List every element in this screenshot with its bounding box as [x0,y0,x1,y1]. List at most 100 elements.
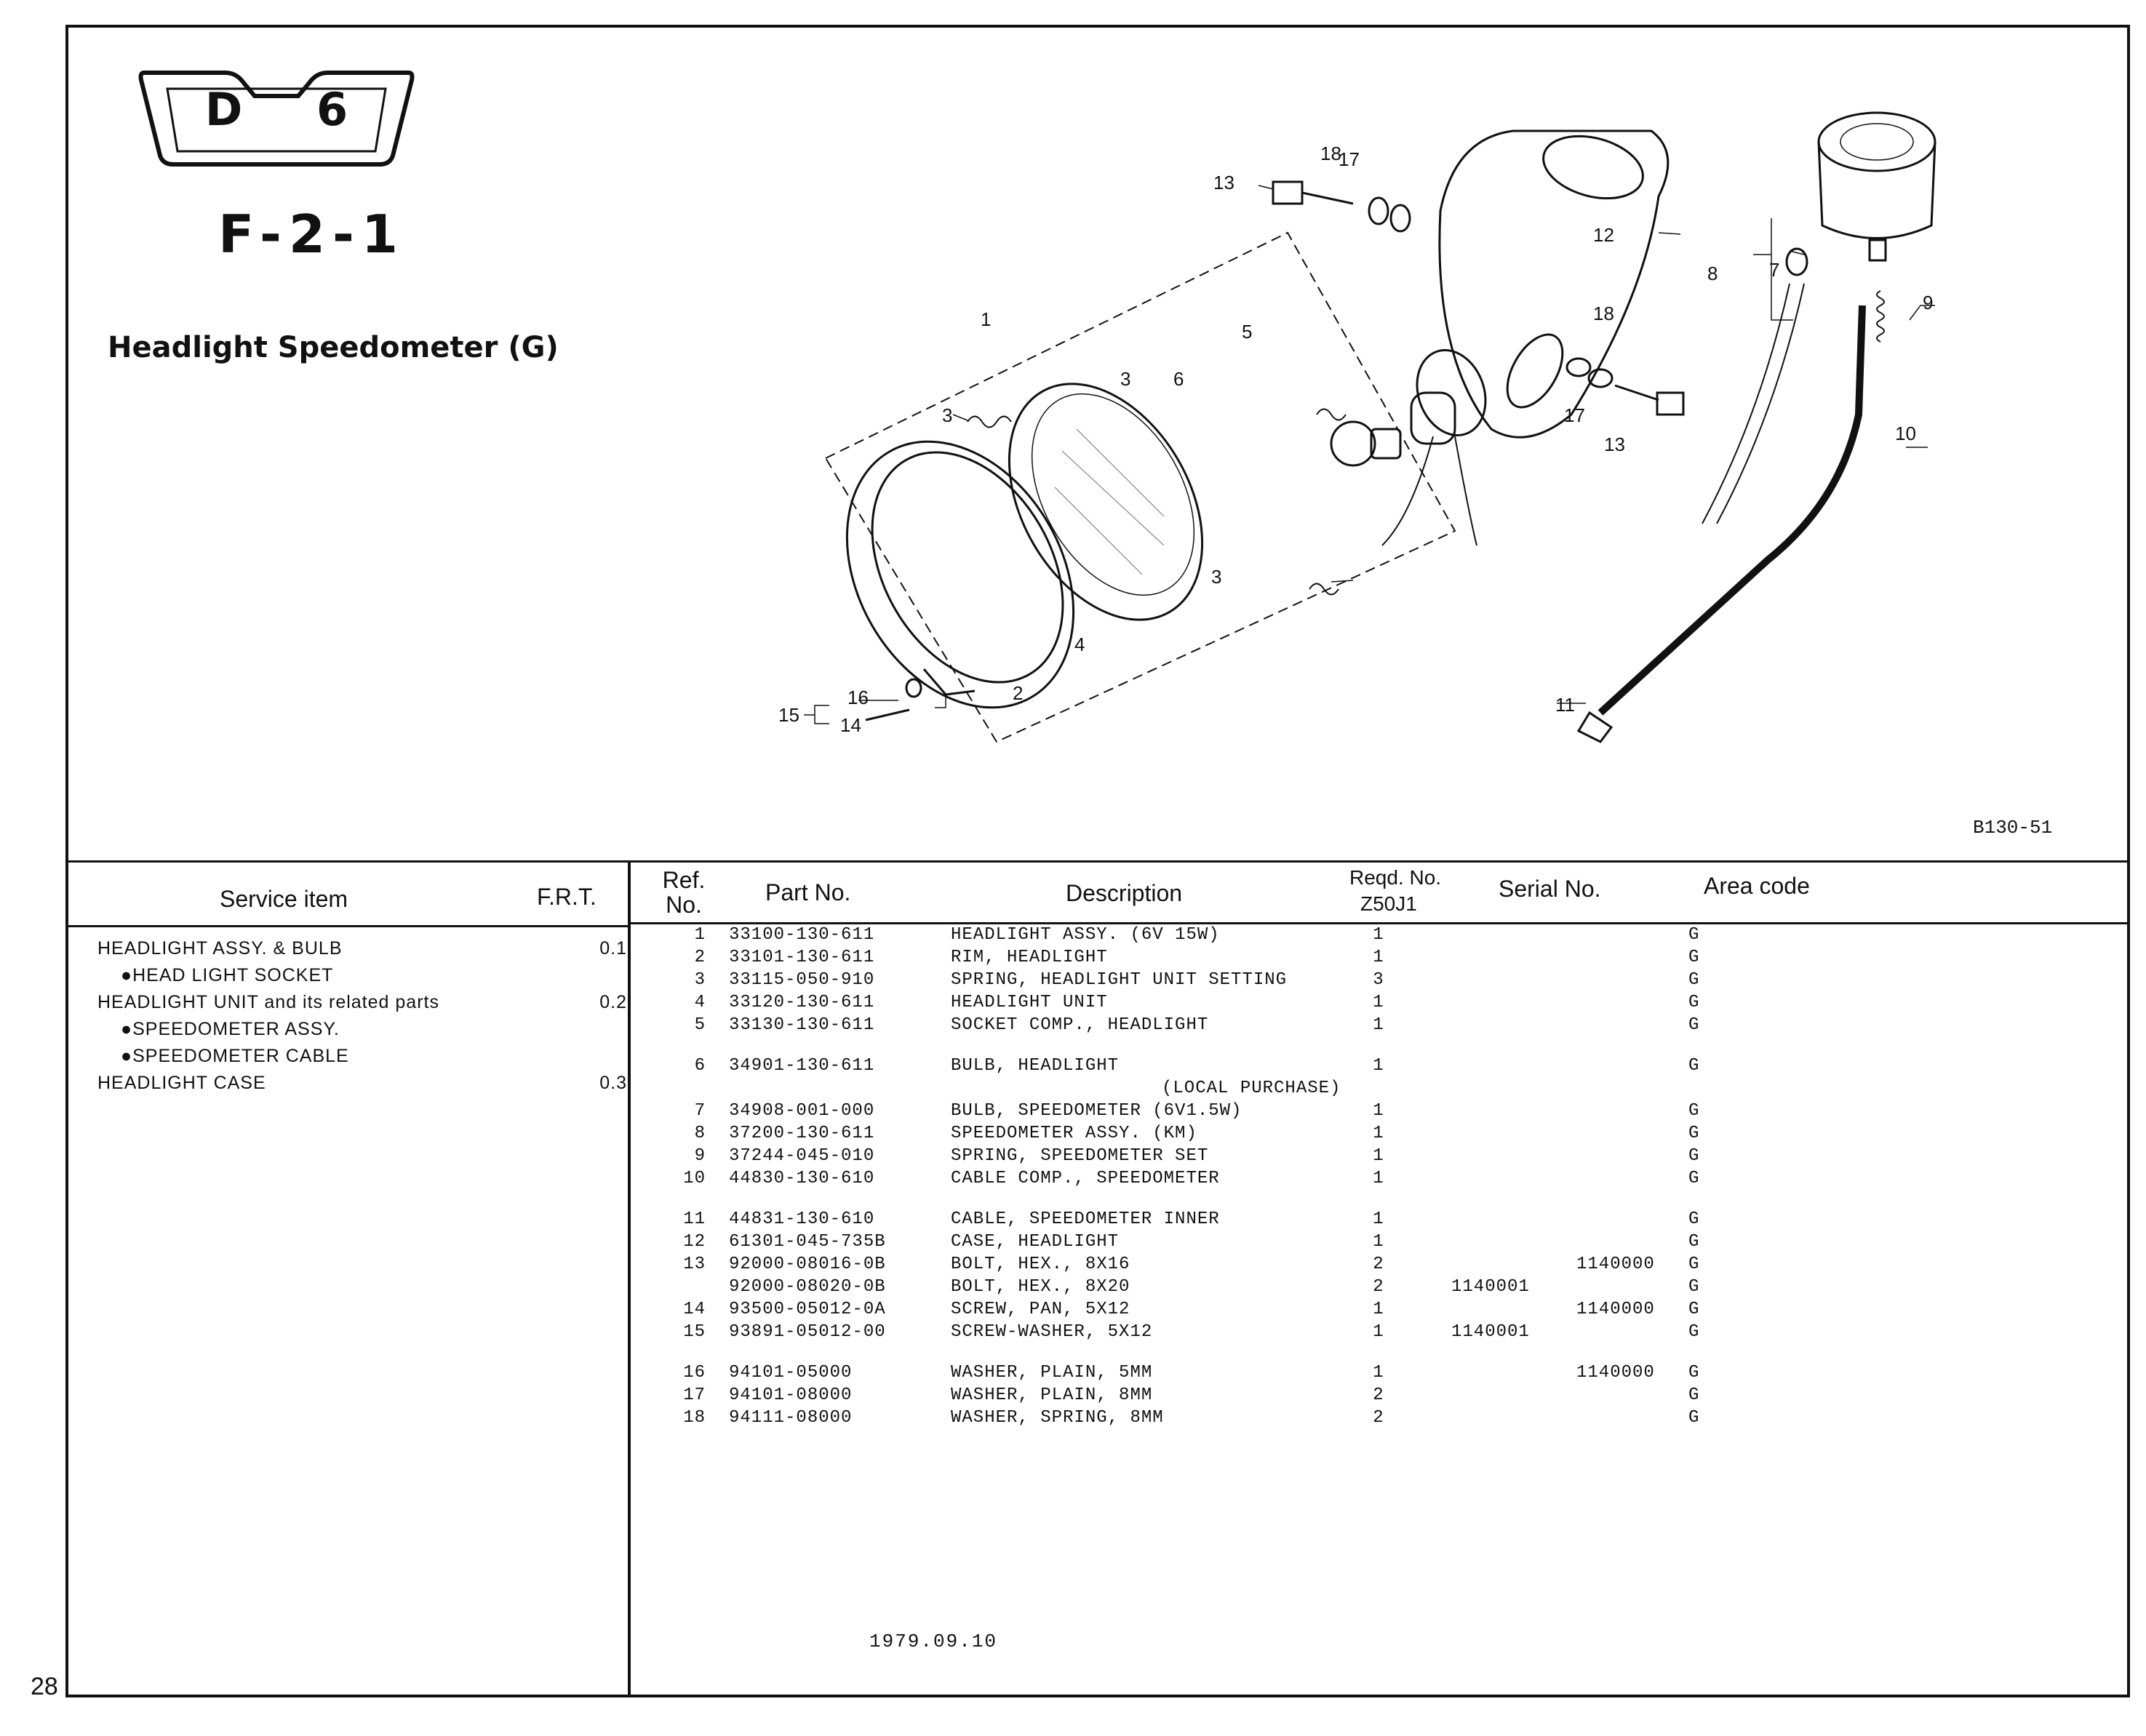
callout-10: 10 [1895,423,1916,444]
part-number: 92000-08016-0B [729,1255,886,1274]
area-code: G [1688,1056,1700,1076]
row-gap [640,1191,2124,1209]
header-frt: F.R.T. [537,884,597,910]
part-quantity: 1 [1373,1322,1384,1342]
header-part-no: Part No. [765,879,851,905]
part-quantity: 1 [1373,1015,1384,1035]
part-quantity: 1 [1373,1209,1384,1229]
part-number: 37200-130-611 [729,1124,875,1143]
part-description: WASHER, PLAIN, 8MM [951,1385,1153,1405]
service-item-label: ●SPEEDOMETER ASSY. [121,1019,340,1039]
area-code: G [1688,970,1700,990]
header-serial-no: Serial No. [1499,876,1601,902]
part-description: HEADLIGHT ASSY. (6V 15W) [951,925,1220,945]
speedometer-bulb-shape [1785,247,1808,276]
part-description: RIM, HEADLIGHT [951,948,1108,967]
part-quantity: 2 [1373,1277,1384,1297]
part-ref-no: 13 [683,1255,706,1274]
part-description: WASHER, PLAIN, 5MM [951,1363,1153,1383]
part-ref-no: 14 [683,1300,706,1319]
part-quantity: 2 [1373,1255,1384,1274]
area-code: G [1688,1322,1700,1342]
badge-text: D 6 [204,83,378,136]
cable-end-shape [1576,711,1614,743]
part-description: BULB, SPEEDOMETER (6V1.5W) [951,1101,1242,1121]
table-column-divider [628,862,631,1697]
headlight-rim-shape [845,440,1075,709]
bolt-shape [1614,384,1685,416]
part-quantity: 1 [1373,925,1384,945]
serial-from: 1140001 [1451,1322,1530,1342]
part-description: BULB, HEADLIGHT [951,1056,1120,1076]
area-code: G [1688,1015,1700,1035]
part-number: 94101-05000 [729,1363,853,1383]
part-quantity: 1 [1373,1056,1384,1076]
row-gap [640,1345,2124,1363]
callout-16: 16 [847,687,869,708]
part-description: CASE, HEADLIGHT [951,1232,1120,1252]
callout-11: 11 [1555,694,1575,716]
section-badge: D 6 [138,67,415,169]
part-quantity: 1 [1373,1124,1384,1143]
area-code: G [1688,1146,1700,1166]
speedometer-cable-shape [1597,305,1866,716]
row-gap [640,1038,2124,1056]
speedometer-spring-shape [1876,290,1885,343]
part-number: 33115-050-910 [729,970,875,990]
area-code: G [1688,1277,1700,1297]
serial-to: 1140000 [1576,1255,1655,1274]
header-ref-no: Ref. No. [662,867,706,918]
badge-frame-shape [138,71,415,167]
part-number: 94111-08000 [729,1408,853,1428]
service-item-frt: 0.3 [599,1073,627,1093]
part-ref-no: 2 [694,948,706,967]
part-description: SPRING, HEADLIGHT UNIT SETTING [951,970,1288,990]
header-area-code: Area code [1704,873,1810,899]
area-code: G [1688,1101,1700,1121]
part-ref-no: 5 [694,1015,706,1035]
part-ref-no: 7 [694,1101,706,1121]
speedometer-shape [1817,111,1936,262]
part-ref-no: 15 [683,1322,706,1342]
part-number: 61301-045-735B [729,1232,886,1252]
part-quantity: 1 [1373,993,1384,1012]
part-ref-no: 6 [694,1056,706,1076]
header-reqd-no: Reqd. No. [1349,866,1442,889]
section-code: F-2-1 [218,204,405,265]
part-description: WASHER, SPRING, 8MM [951,1408,1164,1428]
header-description: Description [1066,880,1183,906]
exploded-parts-diagram: 1 2 3 3 3 4 5 6 7 8 9 10 11 12 13 13 14 … [778,111,1936,743]
part-number: 37244-045-010 [729,1146,875,1166]
spring-shape [967,415,1012,428]
socket-shape [1381,349,1487,546]
part-quantity: 1 [1373,1363,1384,1383]
table-row-continuation: (LOCAL PURCHASE) [640,1079,2124,1101]
callout-3: 3 [1120,368,1130,390]
part-ref-no: 12 [683,1232,706,1252]
part-number: 93891-05012-00 [729,1322,886,1342]
part-number: 44831-130-610 [729,1209,875,1229]
part-number: 94101-08000 [729,1385,853,1405]
parts-header-border [631,922,2130,924]
part-description: BOLT, HEX., 8X20 [951,1277,1130,1297]
callout-14: 14 [840,714,861,736]
area-code: G [1688,1300,1700,1319]
service-item-label: ●HEAD LIGHT SOCKET [121,965,334,985]
part-number: 34901-130-611 [729,1056,875,1076]
callout-5: 5 [1242,321,1252,343]
part-number: 92000-08020-0B [729,1277,886,1297]
part-ref-no: 4 [694,993,706,1012]
part-number: 33120-130-611 [729,993,875,1012]
